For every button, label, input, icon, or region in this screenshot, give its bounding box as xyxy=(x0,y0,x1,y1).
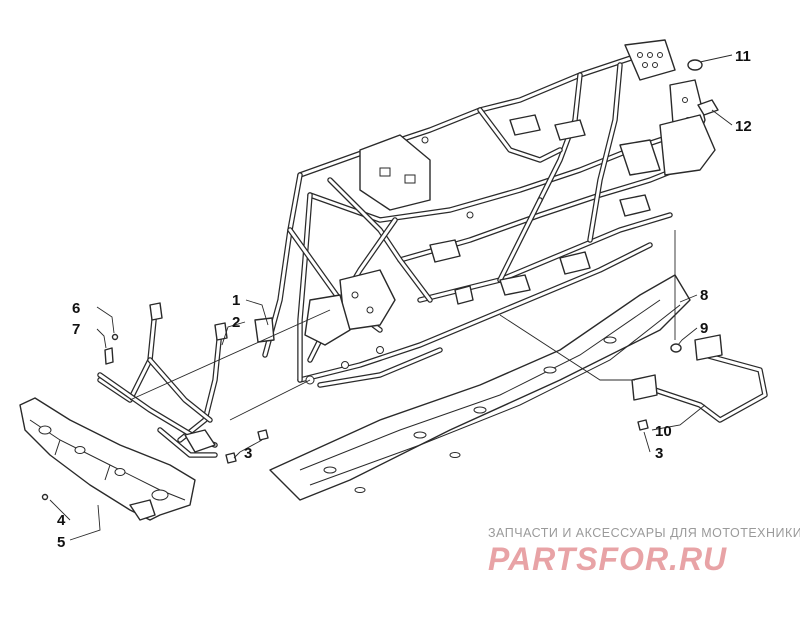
callout-1: 1 xyxy=(232,292,240,309)
callout-3-rear: 3 xyxy=(655,445,663,462)
leader-lines xyxy=(49,54,733,541)
callout-2: 2 xyxy=(232,314,240,331)
callout-10: 10 xyxy=(655,423,672,440)
callout-9: 9 xyxy=(700,320,708,337)
watermark-logo: PARTSFOR.RU xyxy=(488,541,727,576)
rear-bumper xyxy=(631,334,768,423)
callouts: 1 2 3 3 4 5 6 7 8 9 10 11 12 xyxy=(57,48,752,551)
callout-3-front: 3 xyxy=(244,445,252,462)
front-bumper-cover xyxy=(19,397,196,521)
main-frame xyxy=(254,39,716,388)
watermark-logo-text: PARTSFOR.RU xyxy=(488,541,727,576)
callout-7: 7 xyxy=(72,321,80,338)
callout-8: 8 xyxy=(700,287,708,304)
callout-11: 11 xyxy=(735,48,751,65)
callout-12: 12 xyxy=(735,118,752,135)
front-bumper-frame xyxy=(97,302,228,458)
callout-4: 4 xyxy=(57,512,66,529)
skid-plate xyxy=(269,274,691,501)
watermark-tagline: ЗАПЧАСТИ И АКСЕССУАРЫ ДЛЯ МОТОТЕХНИКИ xyxy=(488,526,800,540)
callout-5: 5 xyxy=(57,534,65,551)
callout-6: 6 xyxy=(72,300,80,317)
